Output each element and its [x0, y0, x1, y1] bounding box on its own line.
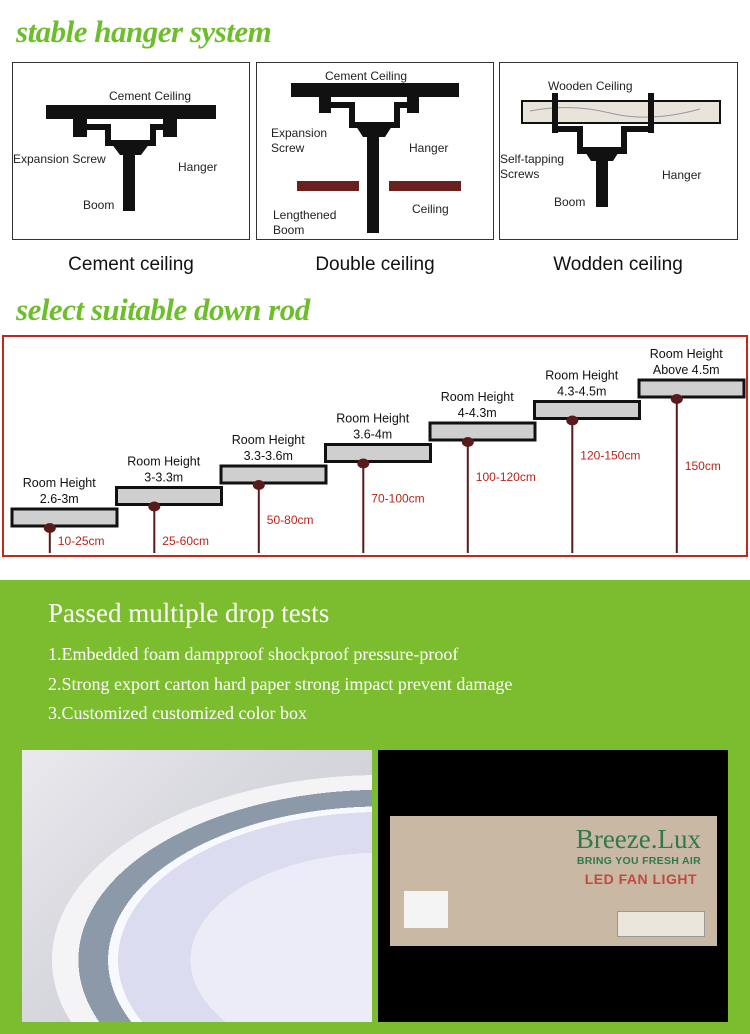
svg-text:Ceiling: Ceiling — [412, 202, 449, 216]
color-box-photo: Breeze.Lux BRING YOU FRESH AIR LED FAN L… — [378, 750, 728, 1022]
brand-tagline: BRING YOU FRESH AIR — [576, 855, 701, 867]
svg-text:Hanger: Hanger — [662, 168, 701, 182]
canopy — [148, 501, 161, 512]
svg-text:Hanger: Hanger — [178, 160, 217, 174]
svg-text:Cement Ceiling: Cement Ceiling — [325, 69, 407, 83]
room-height-label: Room Height — [545, 369, 618, 383]
room-height-label: Room Height — [441, 390, 514, 404]
brand-logo: Breeze.Lux BRING YOU FRESH AIR — [576, 824, 701, 867]
svg-text:Expansion Screw: Expansion Screw — [13, 152, 106, 166]
canopy — [461, 437, 474, 447]
canopy — [252, 480, 265, 490]
product-label: LED FAN LIGHT — [584, 871, 697, 887]
rod-length-label: 25-60cm — [162, 534, 209, 548]
fan-sticker — [404, 891, 448, 928]
svg-text:Boom: Boom — [83, 198, 114, 212]
rod-length-label: 50-80cm — [267, 513, 314, 527]
spec-label-sticker — [617, 911, 705, 937]
carton-box: Breeze.Lux BRING YOU FRESH AIR LED FAN L… — [390, 816, 717, 946]
room-height-label: Room Height — [127, 455, 200, 469]
fan-light-foam-photo — [22, 750, 372, 1022]
ceiling-step — [324, 443, 432, 463]
svg-text:Boom: Boom — [273, 223, 304, 237]
room-height-label: Room Height — [232, 433, 305, 447]
rod-length-label: 120-150cm — [580, 449, 640, 463]
ceiling-step — [115, 486, 223, 506]
ceiling-step — [10, 507, 119, 528]
rod-length-label: 10-25cm — [58, 534, 105, 548]
canopy — [357, 458, 370, 469]
hanger-section-title: stable hanger system — [16, 14, 272, 49]
room-height-range: 4.3-4.5m — [557, 385, 606, 399]
brand-name: Breeze.Lux — [575, 824, 701, 854]
svg-text:Screws: Screws — [500, 167, 539, 181]
svg-text:Lengthened: Lengthened — [273, 208, 336, 222]
rod-length-label: 150cm — [685, 459, 721, 473]
double-ceiling-diagram: Cement Ceiling Expansion Screw Hanger Ce… — [256, 62, 494, 240]
canopy — [43, 523, 56, 533]
ceiling-step — [637, 378, 746, 399]
drop-test-item: 1.Embedded foam dampproof shockproof pre… — [48, 644, 459, 664]
room-height-range: 3.6-4m — [353, 428, 392, 442]
cement-ceiling-caption: Cement ceiling — [68, 254, 194, 275]
wooden-ceiling-diagram: Wooden Ceiling Self-tapping Screws Hange… — [499, 62, 738, 240]
ceiling-step — [533, 400, 641, 420]
room-height-range: 4-4.3m — [458, 406, 497, 420]
downrod-stair-diagram: Room Height 2.6-3m 10-25cm Room Height 3-3.3… — [2, 335, 748, 557]
room-height-range: 2.6-3m — [40, 492, 79, 506]
svg-text:Hanger: Hanger — [409, 141, 448, 155]
downrod-section-title: select suitable down rod — [16, 292, 310, 327]
rod-length-label: 70-100cm — [371, 492, 424, 506]
room-height-label: Room Height — [336, 412, 409, 426]
svg-text:Screw: Screw — [271, 141, 305, 155]
room-height-range: 3-3.3m — [144, 471, 183, 485]
wooden-ceiling-caption: Wodden ceiling — [553, 254, 683, 275]
svg-text:Self-tapping: Self-tapping — [500, 152, 564, 166]
rod-length-label: 100-120cm — [476, 470, 536, 484]
canopy — [670, 394, 683, 404]
drop-test-title: Passed multiple drop tests — [48, 598, 330, 628]
svg-text:Cement Ceiling: Cement Ceiling — [109, 89, 191, 103]
svg-text:Wooden Ceiling: Wooden Ceiling — [548, 79, 633, 93]
cement-ceiling-diagram: Cement Ceiling Expansion Screw Hanger Bo… — [12, 62, 250, 240]
double-ceiling-caption: Double ceiling — [315, 254, 435, 275]
canopy — [566, 415, 579, 426]
svg-text:Expansion: Expansion — [271, 126, 327, 140]
ceiling-step — [219, 464, 328, 485]
room-height-range: 3.3-3.6m — [244, 449, 293, 463]
room-height-label: Room Height — [23, 476, 96, 490]
ceiling-step — [428, 421, 537, 442]
room-height-label: Room Height — [650, 347, 723, 361]
svg-text:Boom: Boom — [554, 195, 585, 209]
drop-test-item: 2.Strong export carton hard paper strong… — [48, 674, 513, 694]
room-height-range: Above 4.5m — [653, 363, 720, 377]
drop-test-item: 3.Customized customized color box — [48, 703, 307, 723]
